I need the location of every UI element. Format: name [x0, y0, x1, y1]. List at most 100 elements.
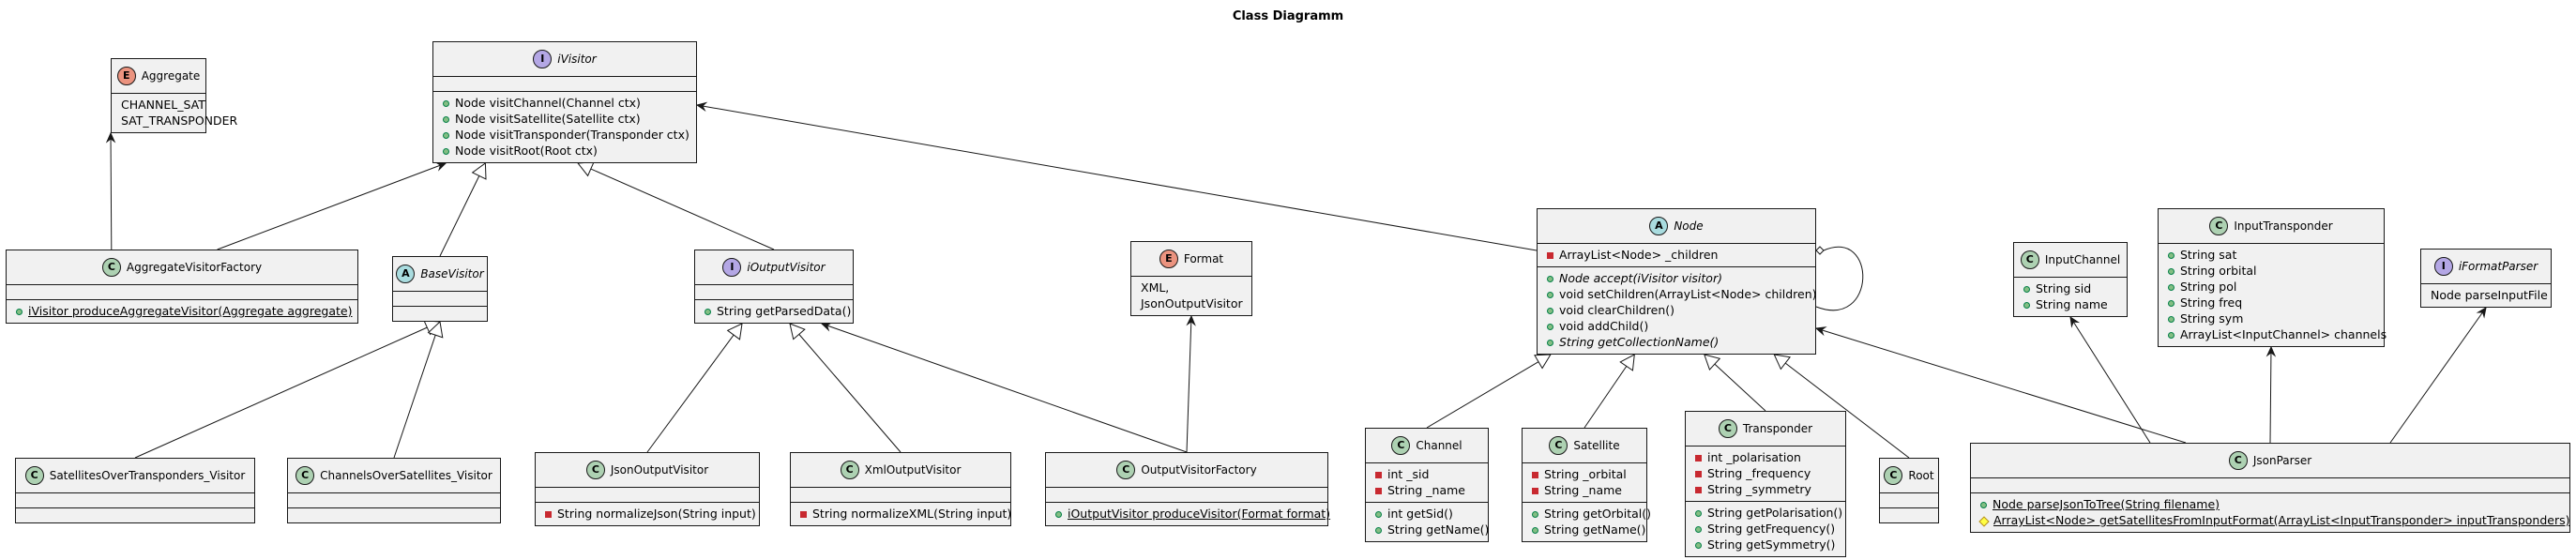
self-aggregation-edge — [1815, 246, 1864, 311]
class-method: String getFrequency() — [1686, 521, 1845, 537]
method-text: Node visitRoot(Root ctx) — [455, 144, 598, 158]
methods-section: Node accept(iVisitor visitor)void setChi… — [1538, 266, 1817, 354]
public-visibility-icon — [1375, 511, 1382, 518]
class-method: String normalizeJson(String input) — [536, 506, 759, 522]
fields-section — [7, 284, 357, 299]
relationship-edge — [696, 104, 1538, 251]
inheritance-arrowhead — [1704, 354, 1721, 371]
private-visibility-icon — [800, 511, 807, 518]
enum-icon: E — [1159, 250, 1178, 268]
class-field: String name — [2014, 296, 2127, 312]
field-text: String pol — [2180, 280, 2237, 294]
fields-section — [791, 487, 1010, 502]
field-text: int _sid — [1387, 467, 1430, 481]
class-method: iVisitor produceAggregateVisitor(Aggrega… — [7, 303, 357, 319]
methods-section: String getPolarisation()String getFreque… — [1686, 501, 1845, 556]
class-name: AggregateVisitorFactory — [126, 261, 263, 274]
class-icon: C — [1549, 436, 1568, 455]
association-arrowhead — [105, 131, 116, 144]
method-text: Node visitChannel(Channel ctx) — [455, 96, 641, 110]
private-visibility-icon — [1532, 488, 1538, 494]
public-visibility-icon — [2168, 252, 2174, 259]
class-icon: C — [840, 461, 859, 479]
class-method: String getName() — [1523, 522, 1646, 537]
class-field: String freq — [2159, 295, 2384, 310]
class-method: iOutputVisitor produceVisitor(Format for… — [1046, 506, 1330, 522]
public-visibility-icon — [443, 148, 449, 155]
method-text: String normalizeJson(String input) — [557, 507, 756, 521]
public-visibility-icon — [1695, 510, 1702, 517]
public-visibility-icon — [2168, 268, 2174, 275]
private-visibility-icon — [1547, 252, 1553, 259]
methods-section — [288, 507, 500, 522]
relationship-edge — [134, 326, 428, 459]
relationship-edge — [821, 323, 1188, 453]
fields-section: ArrayList<Node> _children — [1538, 243, 1815, 266]
class-icon: C — [24, 466, 44, 485]
private-visibility-icon — [1532, 472, 1538, 478]
methods-section: Node parseJsonToTree(String filename)Arr… — [1971, 492, 2570, 532]
relationship-edge — [1815, 327, 2187, 444]
field-text: String sym — [2180, 311, 2244, 325]
interface-icon: I — [533, 50, 553, 68]
public-visibility-icon — [16, 309, 23, 315]
class-icon: C — [2020, 250, 2039, 269]
enum-icon: E — [116, 67, 136, 85]
class-name: Node — [1674, 219, 1704, 233]
inheritance-arrowhead — [427, 320, 444, 339]
relationship-edge — [798, 334, 902, 453]
method-text: Node parseJsonToTree(String filename) — [1993, 497, 2220, 511]
field-text: String orbital — [2180, 264, 2257, 278]
class-name: iOutputVisitor — [747, 261, 826, 274]
class-method: String normalizeXML(String input) — [791, 506, 1011, 522]
field-text: String _frequency — [1707, 466, 1811, 480]
class-name: Aggregate — [141, 69, 201, 83]
class-name: iVisitor — [557, 53, 597, 66]
public-visibility-icon — [2168, 284, 2174, 291]
field-text: XML, — [1141, 280, 1170, 295]
class-field: String sid — [2014, 280, 2127, 296]
public-visibility-icon — [1547, 276, 1553, 282]
field-text: Node parseInputFile — [2431, 288, 2548, 302]
class-method: String getCollectionName() — [1538, 334, 1815, 350]
method-text: String getName() — [1544, 522, 1646, 537]
relationship-edge — [1426, 361, 1539, 429]
private-visibility-icon — [1375, 488, 1382, 494]
field-text: String freq — [2180, 295, 2243, 310]
relationship-edge — [393, 335, 436, 459]
public-visibility-icon — [2168, 332, 2174, 339]
relationship-edge — [1583, 366, 1628, 429]
class-name: Transponder — [1742, 422, 1813, 435]
field-text: String _name — [1544, 483, 1622, 497]
methods-section: String getParsedData() — [695, 299, 853, 323]
inheritance-arrowhead — [471, 162, 487, 180]
class-method: String getSymmetry() — [1686, 537, 1845, 552]
